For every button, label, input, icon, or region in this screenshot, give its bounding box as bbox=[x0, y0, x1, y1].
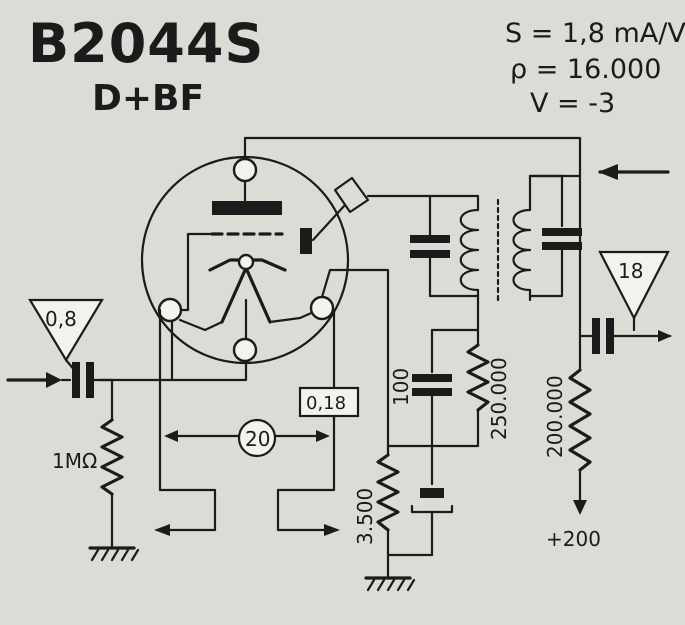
plate-resistor-label: 250.000 bbox=[487, 357, 511, 440]
grid-bias-label: V = -3 bbox=[530, 88, 615, 119]
tube-plate bbox=[212, 201, 282, 215]
plate-resistance-label: ρ = 16.000 bbox=[510, 54, 661, 85]
cathode-resistor-label: 3.500 bbox=[353, 488, 377, 545]
tube-side-electrode bbox=[300, 228, 312, 254]
output-resistor-label: 200.000 bbox=[543, 375, 567, 458]
supply-voltage-label: +200 bbox=[546, 527, 601, 551]
ground-symbol-left bbox=[88, 546, 140, 562]
transformer-primary bbox=[459, 194, 480, 302]
plate-resistor bbox=[466, 343, 490, 412]
transconductance-label: S = 1,8 mA/V bbox=[505, 18, 685, 49]
grid-resistor-label: 1MΩ bbox=[52, 449, 97, 473]
tube-function-subtitle: D+BF bbox=[92, 78, 204, 119]
ground-symbol-right bbox=[364, 576, 416, 592]
bypass-capacitor-label: 100 bbox=[389, 368, 413, 406]
filament-voltage-label: 20 bbox=[245, 427, 270, 451]
supply-arrow-down bbox=[573, 500, 587, 515]
input-voltage-label: 0,8 bbox=[45, 307, 77, 331]
cathode-resistor bbox=[376, 453, 400, 532]
output-resistor bbox=[568, 368, 592, 472]
filament-current-label: 0,18 bbox=[306, 393, 346, 414]
output-voltage-label: 18 bbox=[618, 259, 643, 283]
grid-resistor bbox=[100, 418, 124, 496]
transformer-secondary bbox=[512, 174, 532, 302]
tube-type-title: B2044S bbox=[28, 12, 264, 75]
